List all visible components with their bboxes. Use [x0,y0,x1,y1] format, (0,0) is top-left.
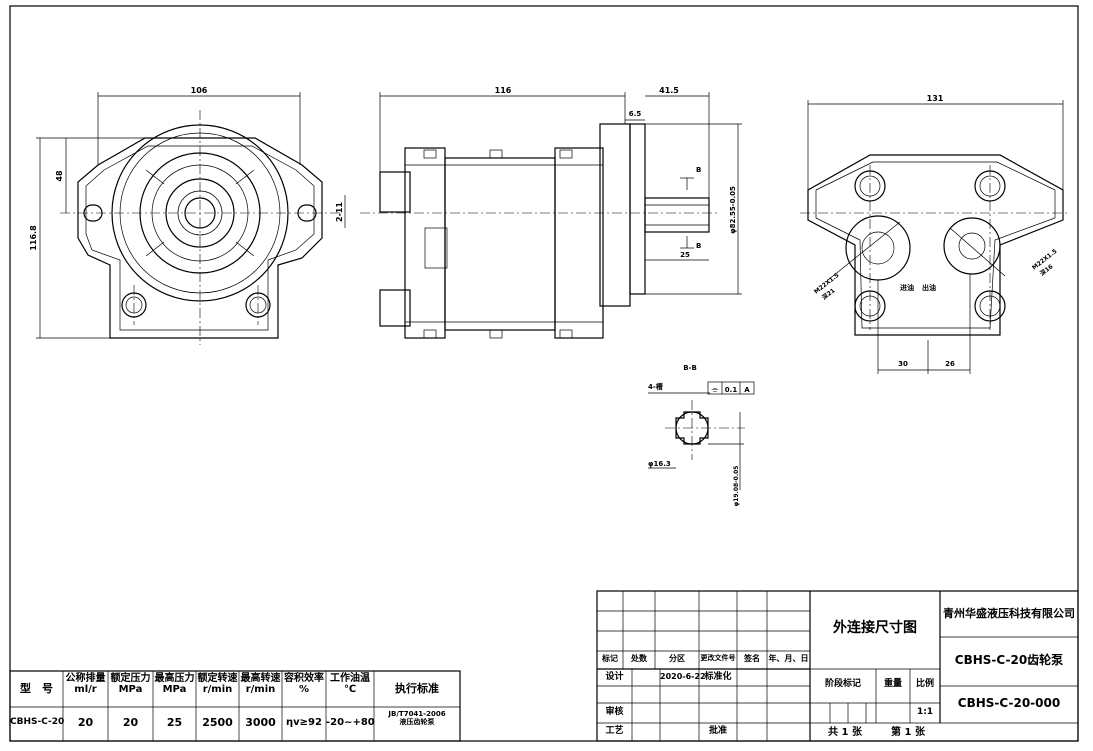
dim-side-pilot: φ82.55-0.05 [729,186,737,234]
port-out-label: 出油 [922,283,936,292]
part-number: CBHS-C-20-000 [957,696,1061,710]
company-name: 青州华盛液压科技有限公司 [943,607,1075,620]
section-bb-key: 4-槽 [648,382,663,391]
spec-header-oil-temp: 工作油温℃ [330,673,370,695]
spec-value-max-speed: 3000 [245,716,276,729]
section-bb-title: B-B [683,364,697,372]
scale-label: 比例 [915,679,934,689]
section-bb-spline: φ19.08-0.05 [733,466,740,507]
tolerance-ref: A [744,386,750,394]
spec-value-rated-speed: 2500 [202,716,233,729]
dim-side-step: 6.5 [629,110,642,118]
stage-label: 阶段标记 [824,679,861,689]
spec-header-model: 型 号 [20,682,53,695]
standardize-label: 标准化 [704,672,732,682]
sheet-number: 第 1 张 [891,727,925,738]
dim-side-length: 116 [495,86,512,95]
weight-label: 重量 [883,679,902,689]
section-bb [648,381,755,490]
spec-header-efficiency: 容积效率% [284,673,324,695]
dim-front-height: 116.8 [29,225,38,251]
dim-rear-port-right: 26 [945,360,955,368]
total-sheets: 共 1 张 [828,727,862,738]
process-label: 工艺 [605,726,624,736]
rev-header-zone: 分区 [669,654,685,663]
dim-side-shaft: 41.5 [659,86,679,95]
spec-value-model: CBHS-C-20 [10,717,65,727]
drawing-frame [9,5,1079,742]
dim-side-shaft-len: 25 [680,251,690,259]
scale-value: 1:1 [916,707,934,717]
review-label: 审核 [605,707,624,717]
dim-front-offset: 48 [55,170,64,182]
spec-value-displacement: 20 [77,716,94,729]
rev-header-mark: 标记 [602,654,618,663]
drawing-title: 外连接尺寸图 [833,620,917,636]
side-view [360,92,742,339]
tolerance-value: 0.1 [725,386,738,394]
dim-rear-width: 131 [927,94,944,103]
front-view [36,92,346,345]
part-name: CBHS-C-20齿轮泵 [954,653,1064,667]
rev-header-doc: 更改文件号 [700,654,736,662]
design-date: 2020-6-22 [660,672,706,681]
spec-header-standard: 执行标准 [395,682,439,695]
tolerance-symbol: ⌯ [711,385,719,395]
rev-header-date: 年、月、日 [768,654,809,663]
spec-value-max-pressure: 25 [166,716,183,729]
design-label: 设计 [605,672,624,682]
dim-rear-port-left: 30 [898,360,908,368]
spec-value-oil-temp: -20~+80 [326,717,375,728]
rev-header-sign: 签名 [744,654,760,663]
title-block-grid [596,590,1079,742]
spec-value-efficiency: ηv≥92 [286,717,322,728]
section-mark-top: B [696,166,701,174]
dim-front-width: 106 [191,86,208,95]
section-mark-bottom: B [696,242,701,250]
approve-label: 批准 [708,726,727,736]
spec-table-grid [9,670,461,742]
rev-header-count: 处数 [631,654,647,663]
dim-shaft-key: 2-11 [335,202,344,222]
spec-value-rated-pressure: 20 [122,716,139,729]
section-bb-dia: φ16.3 [648,460,671,468]
port-in-label: 进油 [900,283,914,292]
rear-view [800,100,1070,374]
